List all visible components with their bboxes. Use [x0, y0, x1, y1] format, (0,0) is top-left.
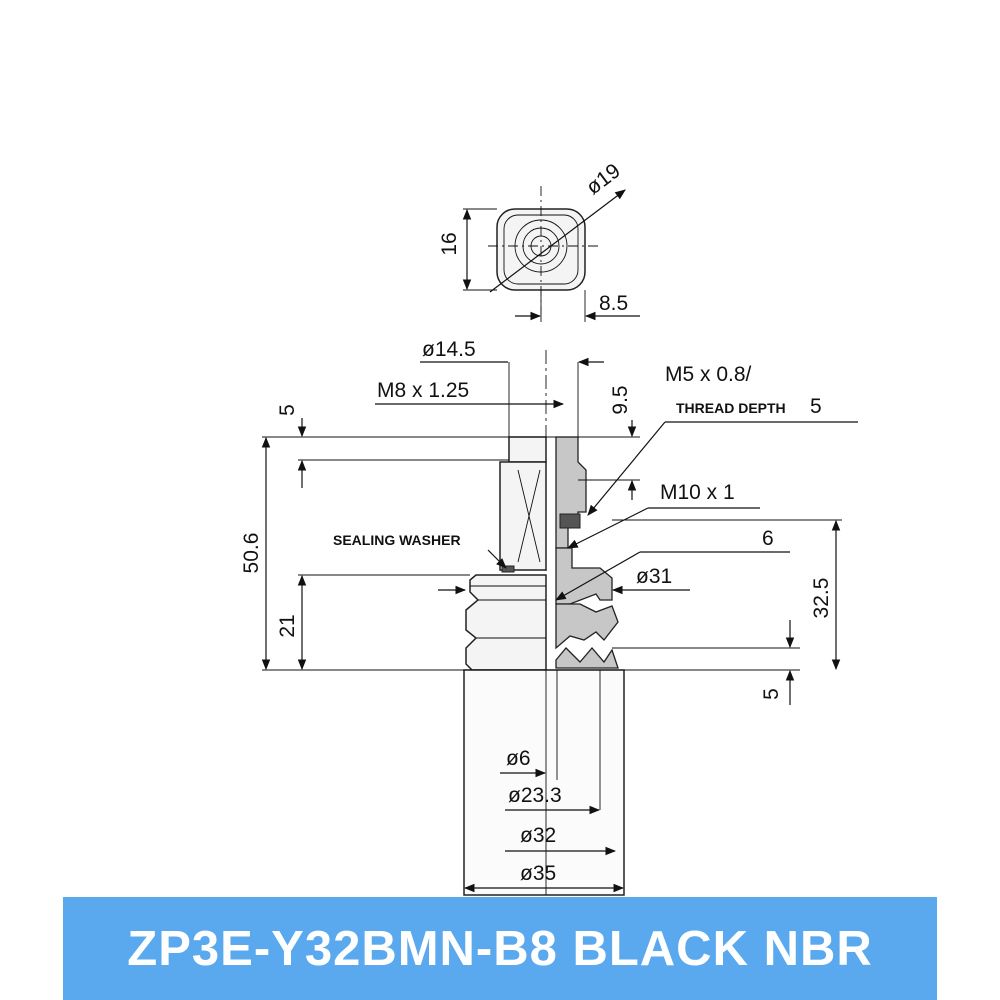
- dim-5-bottom: 5: [760, 688, 783, 700]
- dim-m5-thread: M5 x 0.8/: [665, 363, 752, 386]
- sealing-washer-label: SEALING WASHER: [333, 532, 461, 548]
- dim-dia-35: ø35: [520, 862, 556, 885]
- side-view: [261, 350, 858, 896]
- dim-dia-14-5: ø14.5: [422, 338, 476, 361]
- dim-dia-32: ø32: [520, 824, 556, 847]
- dim-m8-thread: M8 x 1.25: [377, 379, 469, 402]
- thread-depth-value: 5: [810, 395, 822, 418]
- dim-top-height: 16: [438, 232, 461, 255]
- dim-32-5: 32.5: [810, 578, 833, 619]
- dim-dia-6: ø6: [506, 747, 531, 770]
- thread-depth-label: THREAD DEPTH: [676, 400, 786, 416]
- dim-dia-23-3: ø23.3: [508, 784, 562, 807]
- top-view: [462, 186, 640, 322]
- dim-dia-31: ø31: [636, 565, 672, 588]
- dim-5-top: 5: [276, 404, 299, 416]
- dim-top-width: 8.5: [599, 292, 628, 315]
- dim-top-diameter: ø19: [582, 159, 625, 199]
- dim-9-5: 9.5: [609, 385, 632, 414]
- product-banner: ZP3E-Y32BMN-B8 BLACK NBR: [63, 897, 937, 1000]
- product-name: ZP3E-Y32BMN-B8 BLACK NBR: [127, 921, 873, 976]
- dim-21: 21: [276, 614, 299, 637]
- dim-6: 6: [762, 527, 774, 550]
- dim-50-6: 50.6: [240, 533, 263, 574]
- dim-m10-thread: M10 x 1: [660, 481, 735, 504]
